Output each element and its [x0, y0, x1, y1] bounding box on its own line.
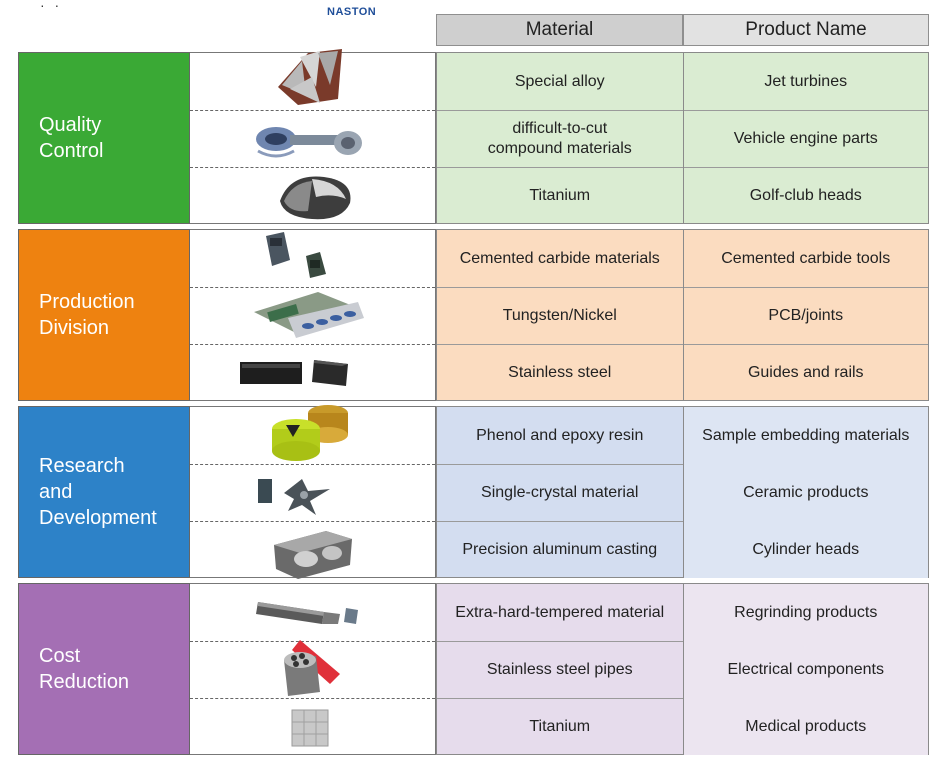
- material-cell: Titanium: [437, 167, 684, 224]
- material-cell: Cemented carbide materials: [437, 230, 684, 287]
- group-label-text: Cost Reduction: [39, 645, 130, 693]
- rows-cost-reduction: Extra-hard-tempered material Regrinding …: [436, 583, 929, 755]
- table-row: Stainless steel pipes Electrical compone…: [437, 641, 928, 698]
- table-row: Single-crystal material Ceramic products: [437, 464, 928, 521]
- rail-guide-image: [240, 360, 348, 386]
- material-cell: Stainless steel: [437, 344, 684, 401]
- image-column: [190, 583, 436, 755]
- material-cell: Tungsten/Nickel: [437, 287, 684, 344]
- table-row: Extra-hard-tempered material Regrinding …: [437, 584, 928, 641]
- table-row: difficult-to-cut compound materials Vehi…: [437, 110, 928, 167]
- rows-quality-control: Special alloy Jet turbines difficult-to-…: [436, 52, 929, 224]
- golf-club-head-image: [280, 176, 351, 220]
- product-cell: Guides and rails: [747, 363, 864, 381]
- table-row: Stainless steel Guides and rails: [437, 344, 928, 401]
- product-cell: Vehicle engine parts: [733, 129, 878, 147]
- product-cell: Golf-club heads: [749, 186, 862, 204]
- material-cell: Precision aluminum casting: [437, 521, 684, 578]
- group-label-text: Research and Development: [39, 455, 157, 529]
- table-row: Special alloy Jet turbines: [437, 53, 928, 110]
- table-row: Cemented carbide materials Cemented carb…: [437, 230, 928, 287]
- image-column: [190, 229, 436, 401]
- group-production-division: Production Division Cemented carb: [18, 229, 929, 401]
- product-cell: Medical products: [683, 698, 928, 755]
- table-row: Precision aluminum casting Cylinder head…: [437, 521, 928, 578]
- product-cell: Jet turbines: [764, 72, 848, 90]
- material-cell: Stainless steel pipes: [437, 641, 684, 698]
- material-cell: Single-crystal material: [437, 464, 684, 521]
- product-cell: Ceramic products: [683, 464, 928, 521]
- pcb-image: [254, 292, 364, 338]
- group-label-text: Production Division: [39, 291, 135, 339]
- product-cell: Cemented carbide tools: [721, 249, 891, 267]
- carbide-tool-image: [266, 232, 326, 278]
- group-label-text: Quality Control: [39, 114, 104, 162]
- table-row: Phenol and epoxy resin Sample embedding …: [437, 407, 928, 464]
- material-cell: Phenol and epoxy resin: [437, 407, 684, 464]
- group-quality-control: Quality Control Special alloy Jet turb: [18, 49, 929, 224]
- group-cost-reduction: Cost Reduction Extra-hard-tempered mater…: [18, 583, 929, 755]
- table-row: Tungsten/Nickel PCB/joints: [437, 287, 928, 344]
- group-research-development: Research and Development Phenol and epox…: [18, 405, 929, 579]
- material-cell: Titanium: [437, 698, 684, 755]
- cylinder-head-image: [274, 531, 352, 579]
- header-material: Material: [436, 14, 683, 46]
- material-cell: Special alloy: [437, 53, 684, 110]
- image-column: [190, 405, 436, 579]
- table-row: Titanium Golf-club heads: [437, 167, 928, 224]
- top-marks: · ·: [40, 0, 63, 13]
- rows-research-development: Phenol and epoxy resin Sample embedding …: [436, 406, 929, 578]
- image-column: [190, 49, 436, 224]
- product-cell: Cylinder heads: [683, 521, 928, 578]
- single-crystal-image: [258, 479, 330, 515]
- product-cell: Electrical components: [683, 641, 928, 698]
- product-cell: Sample embedding materials: [683, 407, 928, 464]
- brand-logo-text: NASTON: [327, 6, 377, 18]
- material-cell: Extra-hard-tempered material: [437, 584, 684, 641]
- product-cell: Regrinding products: [683, 584, 928, 641]
- material-cell: difficult-to-cut compound materials: [437, 110, 684, 167]
- group-label-research-development: Research and Development: [18, 406, 190, 578]
- table-row: Titanium Medical products: [437, 698, 928, 755]
- stainless-pipe-image: [284, 640, 340, 696]
- drill-bit-image: [256, 602, 358, 624]
- jet-turbine-image: [278, 49, 342, 105]
- group-label-production-division: Production Division: [18, 229, 190, 401]
- engine-part-image: [256, 127, 362, 158]
- titanium-block-image: [291, 709, 329, 747]
- rows-production-division: Cemented carbide materials Cemented carb…: [436, 229, 929, 401]
- group-label-quality-control: Quality Control: [18, 52, 190, 224]
- group-label-cost-reduction: Cost Reduction: [18, 583, 190, 755]
- header-product-name: Product Name: [683, 14, 929, 46]
- product-cell: PCB/joints: [768, 306, 844, 324]
- resin-sample-image: [272, 405, 348, 461]
